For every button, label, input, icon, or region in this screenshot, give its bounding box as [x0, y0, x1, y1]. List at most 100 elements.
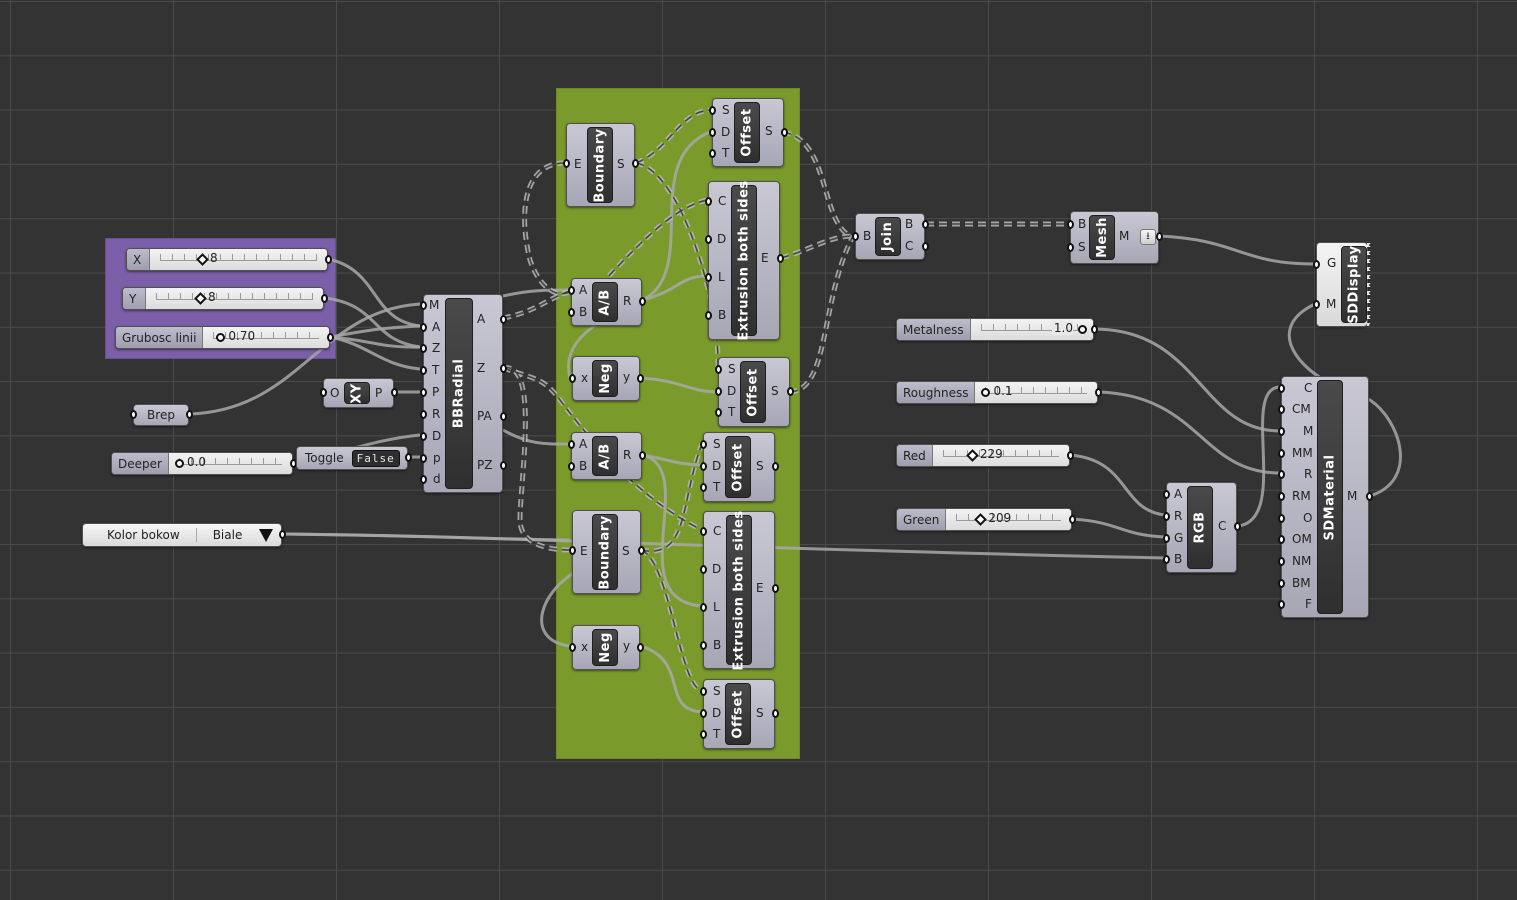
- output-grip[interactable]: [500, 364, 507, 373]
- brep-param[interactable]: Brep: [130, 404, 193, 426]
- division-component-1[interactable]: A B A/B R: [568, 278, 646, 326]
- output-grip[interactable]: [637, 643, 644, 652]
- output-grip[interactable]: [781, 128, 788, 137]
- input-grip[interactable]: [700, 565, 707, 574]
- input-grip[interactable]: [420, 454, 427, 463]
- input-grip[interactable]: [420, 323, 427, 332]
- input-grip[interactable]: [709, 149, 716, 158]
- input-grip[interactable]: [420, 475, 427, 484]
- output-grip[interactable]: [772, 462, 779, 471]
- output-grip[interactable]: [772, 709, 779, 718]
- offset-component-4[interactable]: S D T Offset S: [700, 679, 779, 749]
- output-grip[interactable]: [500, 315, 507, 324]
- output-grip[interactable]: [777, 254, 784, 263]
- slider-x[interactable]: X 8: [126, 248, 332, 271]
- output-grip[interactable]: [327, 333, 334, 342]
- output-grip[interactable]: [500, 412, 507, 421]
- output-grip[interactable]: [279, 530, 286, 539]
- output-grip[interactable]: [772, 584, 779, 593]
- slider-roughness[interactable]: Roughness 0.1: [896, 381, 1102, 404]
- output-grip[interactable]: [1091, 325, 1098, 334]
- output-grip[interactable]: [922, 220, 929, 229]
- input-grip[interactable]: [700, 730, 707, 739]
- input-grip[interactable]: [1163, 534, 1170, 543]
- extrusion-both-sides-component-1[interactable]: C D L B Extrusion both sides E: [705, 180, 784, 341]
- input-grip[interactable]: [700, 603, 707, 612]
- output-grip[interactable]: [922, 242, 929, 251]
- input-grip[interactable]: [1163, 512, 1170, 521]
- input-grip[interactable]: [1278, 514, 1285, 523]
- slider-roughness-rail[interactable]: 0.1: [975, 382, 1097, 403]
- division-component-2[interactable]: A B A/B R: [568, 432, 646, 480]
- offset-component-3[interactable]: S D T Offset S: [700, 432, 779, 502]
- output-grip[interactable]: [1234, 522, 1241, 531]
- input-grip[interactable]: [700, 641, 707, 650]
- slider-y-rail[interactable]: 8: [146, 288, 323, 309]
- output-grip[interactable]: [787, 387, 794, 396]
- boundary-component-2[interactable]: E Boundary S: [569, 510, 645, 594]
- output-grip[interactable]: [500, 461, 507, 470]
- input-grip[interactable]: [700, 462, 707, 471]
- input-grip[interactable]: [1313, 300, 1320, 309]
- output-grip[interactable]: [1366, 492, 1373, 501]
- slider-y[interactable]: Y 8: [122, 287, 328, 310]
- slider-red[interactable]: Red 229: [896, 444, 1074, 467]
- input-grip[interactable]: [420, 410, 427, 419]
- input-grip[interactable]: [1278, 535, 1285, 544]
- input-grip[interactable]: [705, 235, 712, 244]
- slider-metalness[interactable]: Metalness 1.0: [896, 318, 1098, 341]
- input-grip[interactable]: [420, 344, 427, 353]
- input-grip[interactable]: [1278, 492, 1285, 501]
- offset-component-2[interactable]: S D T Offset S: [715, 357, 794, 427]
- boundary-component-1[interactable]: E Boundary S: [563, 123, 639, 207]
- sdmaterial-component[interactable]: C CM M MM R RM O OM NM BM F SDMaterial M: [1278, 376, 1373, 618]
- output-grip[interactable]: [1095, 388, 1102, 397]
- slider-green-rail[interactable]: 209: [946, 509, 1071, 530]
- input-grip[interactable]: [130, 410, 137, 419]
- input-grip[interactable]: [1278, 384, 1285, 393]
- sddisplay-component[interactable]: G M SDDisplay: [1313, 242, 1373, 327]
- slider-roughness-knob[interactable]: [981, 388, 991, 397]
- input-grip[interactable]: [1278, 449, 1285, 458]
- output-grip[interactable]: [391, 388, 398, 397]
- offset-component-1[interactable]: S D T Offset S: [709, 98, 788, 167]
- input-grip[interactable]: [700, 527, 707, 536]
- input-grip[interactable]: [320, 388, 327, 397]
- dropdown-arrow-icon[interactable]: [258, 528, 273, 542]
- input-grip[interactable]: [705, 197, 712, 206]
- input-grip[interactable]: [1278, 579, 1285, 588]
- input-grip[interactable]: [569, 546, 576, 555]
- slider-green[interactable]: Green 209: [896, 508, 1076, 531]
- input-grip[interactable]: [420, 366, 427, 375]
- output-grip[interactable]: [1069, 515, 1076, 524]
- input-grip[interactable]: [709, 106, 716, 115]
- input-grip[interactable]: [1278, 557, 1285, 566]
- input-grip[interactable]: [420, 388, 427, 397]
- bbradial-component[interactable]: BBRadial M A Z T P R D p d A Z PA PZ: [420, 294, 507, 493]
- input-grip[interactable]: [568, 308, 575, 317]
- output-grip[interactable]: [1156, 232, 1163, 241]
- input-grip[interactable]: [700, 440, 707, 449]
- input-grip[interactable]: [700, 687, 707, 696]
- slider-metalness-rail[interactable]: 1.0: [970, 319, 1093, 340]
- input-grip[interactable]: [1163, 490, 1170, 499]
- input-grip[interactable]: [568, 440, 575, 449]
- value-list-kolor-bokow[interactable]: Kolor bokow Biale: [82, 523, 286, 547]
- output-grip[interactable]: [321, 294, 328, 303]
- input-grip[interactable]: [715, 365, 722, 374]
- negative-component-1[interactable]: x Neg y: [569, 356, 644, 401]
- input-grip[interactable]: [568, 286, 575, 295]
- arrow-down-icon[interactable]: ⭳: [1140, 229, 1156, 245]
- input-grip[interactable]: [709, 128, 716, 137]
- extrusion-both-sides-component-2[interactable]: C D L B Extrusion both sides E: [700, 510, 779, 670]
- input-grip[interactable]: [700, 483, 707, 492]
- output-grip[interactable]: [186, 410, 193, 419]
- input-grip[interactable]: [569, 643, 576, 652]
- input-grip[interactable]: [715, 387, 722, 396]
- output-grip[interactable]: [637, 374, 644, 383]
- slider-deeper[interactable]: Deeper 0.0: [111, 452, 297, 475]
- input-grip[interactable]: [715, 408, 722, 417]
- input-grip[interactable]: [1278, 600, 1285, 609]
- xy-plane-component[interactable]: O XY P: [320, 378, 398, 408]
- input-grip[interactable]: [563, 159, 570, 168]
